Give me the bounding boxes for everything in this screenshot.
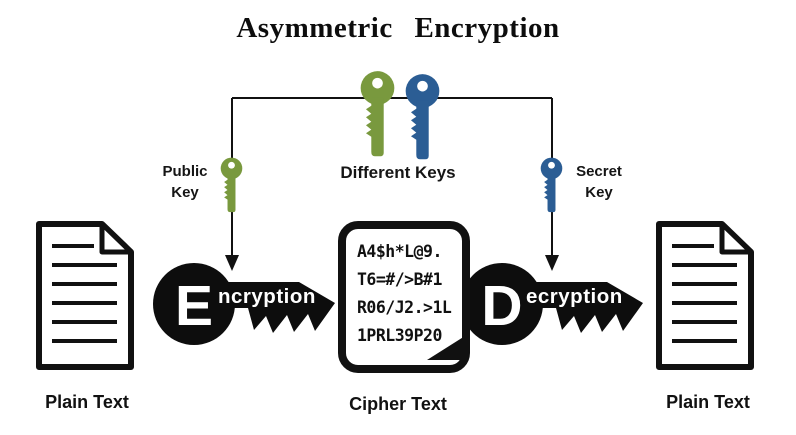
public-key-label-line2: Key [171,184,199,201]
public-key-label-line1: Public [162,163,208,180]
cipher-line: T6=#/>B#1 [357,270,442,289]
decryption-label: ecryption [526,285,623,308]
cipher-line: A4$h*L@9. [357,242,442,261]
cipher-line: 1PRL39P20 [357,326,442,345]
cipher-line: R06/J2.>1L [357,298,452,317]
plain-text-document-right-icon [656,221,754,370]
plain-text-caption-right: Plain Text [666,392,750,412]
secret-key-label: Secret Key [560,161,638,203]
public-key-icon [220,157,243,213]
plain-text-document-left-icon [36,221,134,370]
encryption-key-icon: E ncryption [153,263,335,345]
decryption-initial-letter: D [481,274,522,338]
secret-key-label-line1: Secret [576,163,622,180]
plain-text-caption-left: Plain Text [45,392,129,412]
blue-key-icon [405,74,440,160]
cipher-text-lines: A4$h*L@9. T6=#/>B#1 R06/J2.>1L 1PRL39P20 [346,229,462,350]
public-key-label: Public Key [146,161,224,203]
down-arrow-left-icon [225,255,239,271]
different-keys-label: Different Keys [340,163,456,182]
folded-corner-icon [427,336,465,360]
cipher-text-box: A4$h*L@9. T6=#/>B#1 R06/J2.>1L 1PRL39P20 [338,221,470,373]
decryption-key-icon: D ecryption [461,263,643,345]
secret-key-label-line2: Key [585,184,613,201]
encryption-label: ncryption [218,285,316,308]
down-arrow-right-icon [545,255,559,271]
cipher-text-caption: Cipher Text [349,394,447,414]
diagram-title: Asymmetric Encryption [236,12,560,44]
green-key-icon [360,71,395,157]
encryption-initial-letter: E [175,274,213,338]
secret-key-icon [540,157,563,213]
